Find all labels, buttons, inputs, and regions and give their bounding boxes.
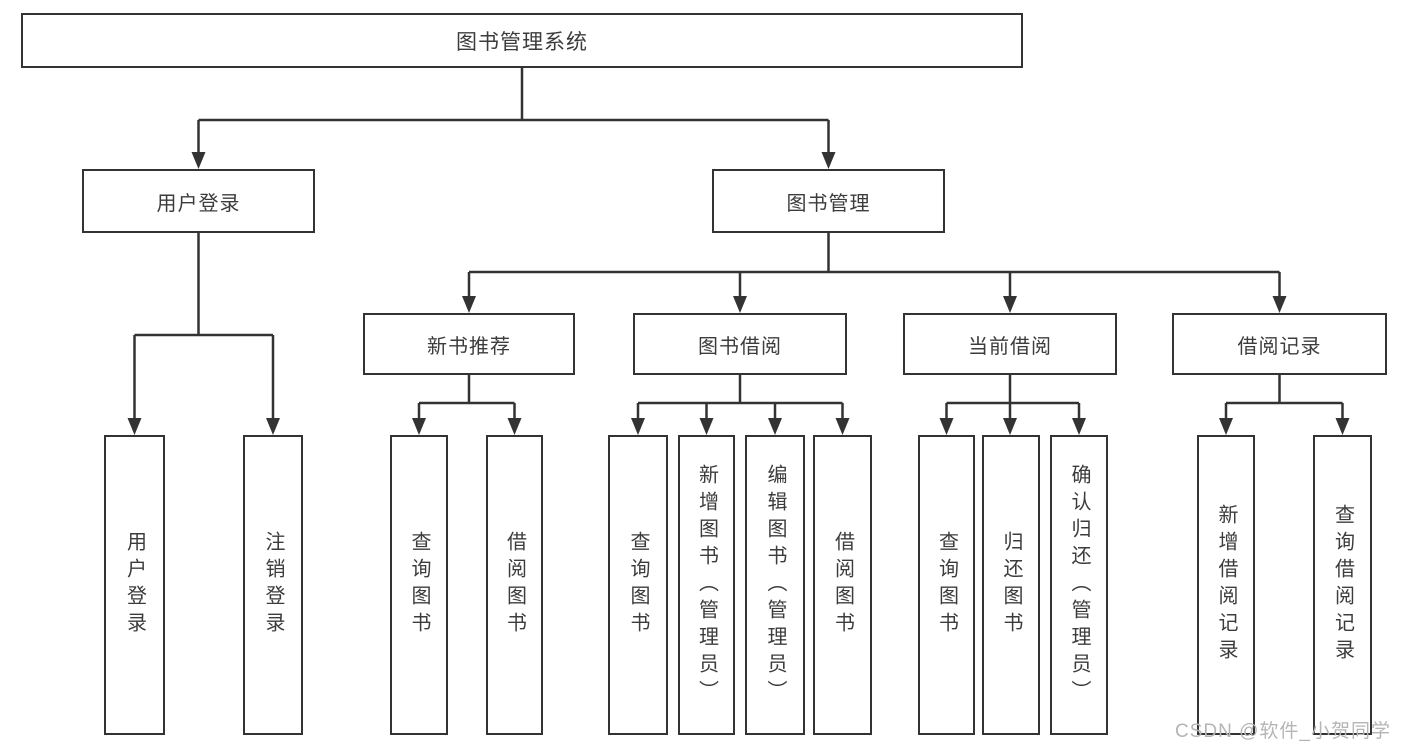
connector-currentborrow-to-leaves (939, 375, 1086, 435)
leaf-query-borrow-record: 查询借阅记录 (1313, 435, 1372, 735)
node-book-management: 图书管理 (712, 169, 945, 233)
arrowhead (1335, 418, 1350, 435)
leaf-borrow-books-1: 借阅图书 (486, 435, 543, 735)
node-current-borrow: 当前借阅 (903, 313, 1117, 375)
arrowhead (821, 152, 836, 169)
arrowhead (1219, 418, 1233, 435)
arrowhead (412, 418, 426, 435)
arrowhead (835, 418, 850, 435)
node-new-book-recommend: 新书推荐 (363, 313, 575, 375)
connector-userlogin-to-leaves (127, 233, 280, 435)
arrowhead (462, 296, 476, 313)
leaf-query-books-2: 查询图书 (608, 435, 668, 735)
leaf-return-books: 归还图书 (982, 435, 1040, 735)
arrowhead (1003, 296, 1017, 313)
node-borrow-records: 借阅记录 (1172, 313, 1387, 375)
arrowhead (768, 418, 782, 435)
csdn-watermark: CSDN @软件_小贺同学 (1175, 721, 1391, 742)
arrowhead (631, 418, 645, 435)
leaf-query-books-3: 查询图书 (918, 435, 975, 735)
leaf-confirm-return-admin: 确认归还（管理员） (1050, 435, 1108, 735)
node-book-borrow: 图书借阅 (633, 313, 847, 375)
arrowhead (733, 296, 747, 313)
leaf-borrow-books-2: 借阅图书 (813, 435, 872, 735)
leaf-query-books-1: 查询图书 (390, 435, 448, 735)
arrowhead (266, 418, 280, 435)
leaf-user-login: 用户登录 (104, 435, 165, 735)
arrowhead (699, 418, 714, 435)
arrowhead (1272, 296, 1287, 313)
connector-root-to-level2 (191, 68, 836, 169)
node-user-login: 用户登录 (82, 169, 315, 233)
leaf-add-borrow-record: 新增借阅记录 (1197, 435, 1255, 735)
node-library-management-system: 图书管理系统 (21, 13, 1023, 68)
arrowhead (1072, 418, 1086, 435)
arrowhead (507, 418, 522, 435)
connector-borrowrecords-to-leaves (1219, 375, 1350, 435)
connector-newbooks-to-leaves (412, 375, 522, 435)
arrowhead (939, 418, 954, 435)
connector-bookborrow-to-leaves (631, 375, 850, 435)
arrowhead (1003, 418, 1017, 435)
arrowhead (127, 418, 142, 435)
connector-bookmgmt-to-level3 (462, 233, 1287, 313)
leaf-edit-books-admin: 编辑图书（管理员） (745, 435, 805, 735)
leaf-add-books-admin: 新增图书（管理员） (678, 435, 735, 735)
leaf-logout: 注销登录 (243, 435, 303, 735)
arrowhead (191, 152, 206, 169)
